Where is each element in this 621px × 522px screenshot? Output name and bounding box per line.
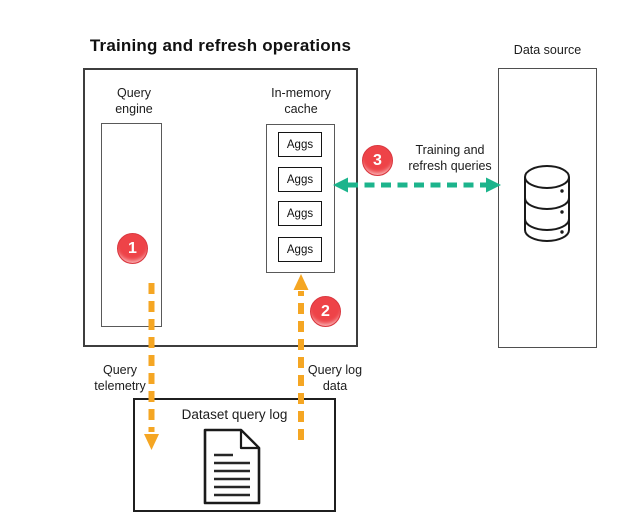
query-telemetry-label: Query telemetry bbox=[94, 363, 146, 393]
dataset-query-log-label: Dataset query log bbox=[181, 407, 288, 422]
step-badge-2-number: 2 bbox=[321, 302, 330, 320]
diagram-title: Training and refresh operations bbox=[89, 36, 352, 55]
dataset-query-log-box: Dataset query log bbox=[133, 398, 336, 512]
step-badge-3-number: 3 bbox=[373, 151, 382, 169]
step-badge-1: 1 bbox=[117, 233, 148, 264]
in-memory-cache-label: In-memory cache bbox=[271, 86, 331, 116]
step-badge-3: 3 bbox=[362, 145, 393, 176]
data-source-label: Data source bbox=[513, 43, 582, 57]
in-memory-cache-box: Aggs Aggs Aggs Aggs bbox=[266, 124, 335, 273]
query-engine-box bbox=[101, 123, 162, 327]
step-badge-2: 2 bbox=[310, 296, 341, 327]
step-badge-1-number: 1 bbox=[128, 239, 137, 257]
aggs-box: Aggs bbox=[278, 201, 322, 226]
aggs-box: Aggs bbox=[278, 132, 322, 157]
training-refresh-queries-label: Training and refresh queries bbox=[408, 143, 492, 173]
data-source-box bbox=[498, 68, 597, 348]
query-engine-label: Query engine bbox=[115, 86, 153, 116]
query-log-data-label: Query log data bbox=[307, 363, 363, 393]
aggs-box: Aggs bbox=[278, 167, 322, 192]
training-refresh-queries-arrow bbox=[333, 177, 501, 193]
aggs-box: Aggs bbox=[278, 237, 322, 262]
